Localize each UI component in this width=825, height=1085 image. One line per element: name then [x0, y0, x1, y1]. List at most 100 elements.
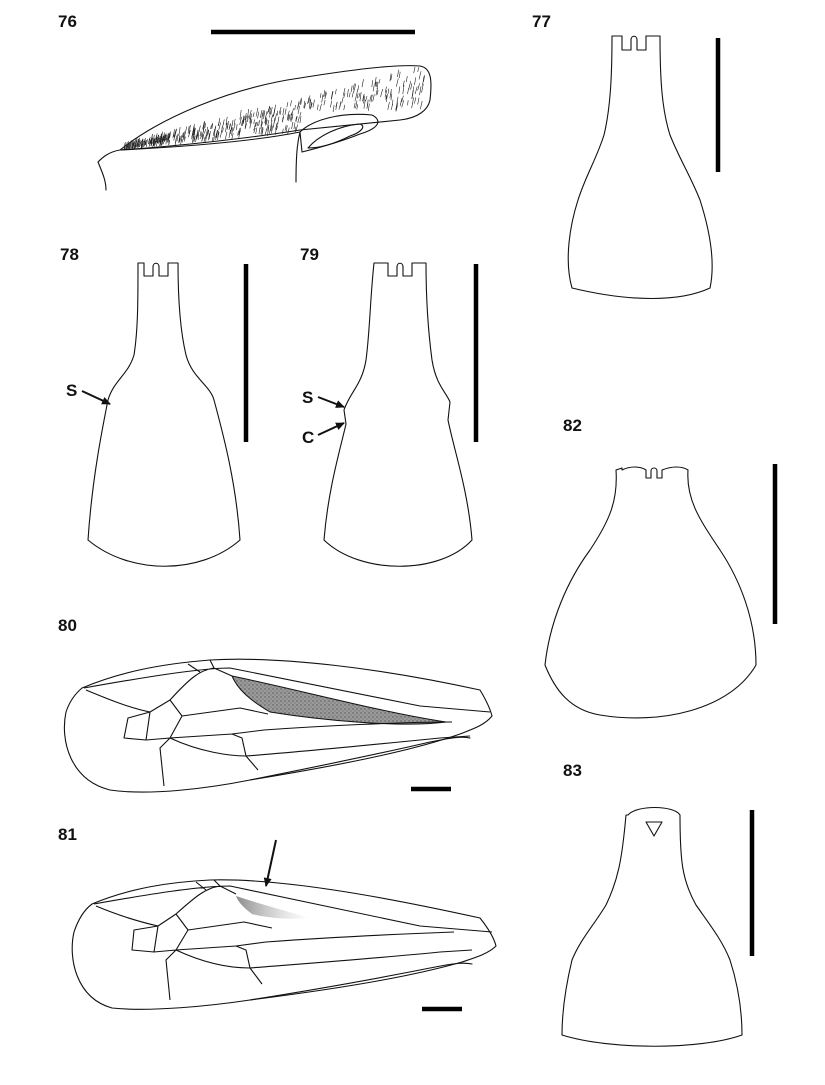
- seta: [180, 135, 182, 142]
- seta: [131, 140, 134, 149]
- seta: [199, 131, 202, 137]
- seta: [233, 123, 236, 131]
- seta: [250, 118, 253, 124]
- seta: [384, 90, 388, 98]
- figure-number-78: 78: [60, 245, 79, 264]
- seta: [398, 71, 401, 79]
- seta: [324, 91, 327, 97]
- plate-foramen-83: [645, 821, 663, 837]
- seta: [422, 76, 425, 86]
- seta: [312, 99, 315, 108]
- seta: [145, 139, 147, 146]
- seta: [261, 127, 264, 136]
- seta: [297, 101, 300, 108]
- seta: [282, 128, 284, 134]
- seta: [165, 134, 168, 141]
- wing-hind-margin-80: [249, 736, 471, 781]
- seta: [291, 108, 294, 116]
- seta: [402, 80, 405, 87]
- seta: [376, 81, 378, 87]
- seta: [270, 124, 273, 132]
- seta: [153, 138, 155, 147]
- figure-number-76: 76: [58, 12, 77, 31]
- seta: [319, 103, 322, 112]
- seta: [256, 121, 259, 127]
- appendage-setae: [123, 66, 425, 151]
- seta: [244, 113, 247, 121]
- seta: [291, 113, 294, 120]
- seta: [347, 88, 349, 98]
- seta: [245, 115, 247, 123]
- seta: [169, 131, 172, 139]
- wing-outline-80: [63, 658, 493, 793]
- seta: [370, 94, 373, 103]
- seta: [255, 127, 258, 135]
- seta: [230, 124, 233, 132]
- wing-hind-margin-81: [249, 962, 473, 1001]
- seta: [308, 95, 311, 103]
- seta: [413, 66, 416, 74]
- seta: [363, 99, 366, 109]
- seta: [239, 127, 242, 133]
- seta: [276, 110, 279, 116]
- wing-veins-80: [83, 659, 491, 787]
- seta: [160, 137, 163, 146]
- seta: [384, 86, 387, 93]
- seta: [268, 106, 271, 112]
- seta: [146, 139, 148, 148]
- seta: [332, 104, 335, 112]
- seta: [154, 140, 156, 147]
- seta: [181, 132, 184, 138]
- plate-outline-82: [544, 466, 757, 719]
- seta: [137, 139, 141, 148]
- figure-83: 83: [561, 761, 755, 1047]
- arrow-pterostigma-81: [263, 839, 277, 887]
- seta: [402, 84, 405, 95]
- seta: [257, 111, 260, 119]
- seta: [132, 143, 134, 149]
- seta: [203, 123, 205, 132]
- seta: [212, 136, 214, 142]
- seta: [164, 135, 166, 142]
- seta: [159, 139, 161, 147]
- seta: [294, 104, 296, 111]
- seta: [282, 108, 285, 116]
- seta: [291, 121, 294, 130]
- seta: [389, 73, 392, 82]
- seta: [335, 88, 337, 95]
- seta: [270, 119, 273, 126]
- figure-number-82: 82: [563, 416, 582, 435]
- seta: [271, 126, 273, 134]
- seta: [376, 81, 379, 89]
- seta: [276, 125, 278, 131]
- arrow-s-78: [81, 390, 111, 405]
- seta: [167, 132, 170, 142]
- seta: [387, 88, 390, 94]
- seta: [274, 113, 277, 122]
- figure-80: 80: [58, 616, 493, 793]
- figure-number-81: 81: [58, 825, 77, 844]
- seta: [376, 90, 379, 95]
- seta: [201, 131, 204, 138]
- seta: [299, 97, 302, 105]
- seta: [369, 94, 372, 102]
- seta: [253, 122, 257, 131]
- seta: [123, 142, 126, 151]
- seta: [343, 104, 346, 111]
- appendage-base-segment: [97, 131, 301, 191]
- seta: [339, 101, 342, 108]
- seta: [399, 98, 403, 107]
- seta: [330, 91, 333, 99]
- seta: [355, 100, 358, 109]
- plate-outline-83: [561, 806, 743, 1047]
- seta: [161, 131, 163, 141]
- seta: [266, 124, 269, 130]
- wing-outline-81: [71, 879, 497, 1010]
- seta: [153, 137, 156, 147]
- seta: [239, 116, 242, 125]
- seta: [239, 109, 242, 120]
- seta: [184, 136, 186, 142]
- seta: [299, 116, 302, 124]
- arrow-c-79: [317, 422, 345, 436]
- seta: [269, 107, 272, 114]
